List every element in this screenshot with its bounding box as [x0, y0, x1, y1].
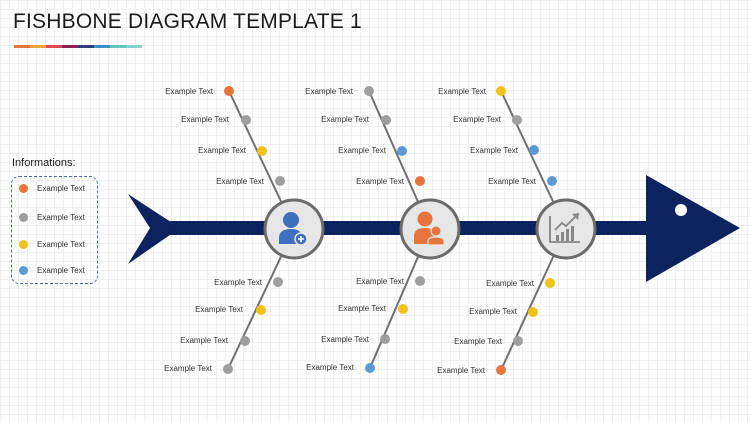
bone-dot-gray [364, 86, 374, 96]
bone-label: Example Text [356, 277, 405, 286]
bone-label: Example Text [321, 335, 370, 344]
bone-label: Example Text [181, 115, 230, 124]
bone-label: Example Text [486, 279, 535, 288]
bone-label: Example Text [488, 177, 537, 186]
bone-label: Example Text [321, 115, 370, 124]
bone-dot-gray [273, 277, 283, 287]
legend-item: Example Text [19, 213, 85, 222]
bone-label: Example Text [454, 337, 503, 346]
hub-2 [399, 198, 461, 260]
bone-dot-gray [241, 115, 251, 125]
bone-dot-gray [380, 334, 390, 344]
bone-dot-blue [397, 146, 407, 156]
legend-item-label: Example Text [37, 266, 85, 275]
bone-dot-gray [415, 276, 425, 286]
hub-circle [263, 198, 325, 260]
bone-dot-blue [365, 363, 375, 373]
bone-dot-gray [381, 115, 391, 125]
legend-item-label: Example Text [37, 213, 85, 222]
bone-label: Example Text [453, 115, 502, 124]
legend-item-label: Example Text [37, 184, 85, 193]
bone-dot-orange [224, 86, 234, 96]
bone-dot-gray [512, 115, 522, 125]
bone-label: Example Text [198, 146, 247, 155]
bone-label: Example Text [306, 363, 355, 372]
bone-label: Example Text [470, 146, 519, 155]
legend-dot-gray [19, 213, 28, 222]
fish-head [646, 175, 740, 282]
fish-tail [128, 194, 180, 264]
legend-item: Example Text [19, 240, 85, 249]
title-bar-segment [30, 45, 46, 48]
title-bar-segment [62, 45, 78, 48]
bone-label: Example Text [438, 87, 487, 96]
bone-dot-yellow [256, 305, 266, 315]
title-color-bar [14, 45, 142, 48]
bone-dot-orange [496, 365, 506, 375]
bone-dot-blue [547, 176, 557, 186]
title-bar-segment [126, 45, 142, 48]
bone-label: Example Text [164, 364, 213, 373]
legend-title: Informations: [12, 157, 76, 169]
bone-label: Example Text [180, 336, 229, 345]
bone-label: Example Text [216, 177, 265, 186]
legend-item: Example Text [19, 184, 85, 193]
bone-dot-gray [513, 336, 523, 346]
bone-label: Example Text [356, 177, 405, 186]
bone-label: Example Text [437, 366, 486, 375]
page-title: FISHBONE DIAGRAM TEMPLATE 1 [13, 10, 362, 33]
legend-dot-blue [19, 266, 28, 275]
legend-item-label: Example Text [37, 240, 85, 249]
bone-label: Example Text [469, 307, 518, 316]
legend-box: Example Text Example Text Example Text E… [11, 176, 98, 284]
title-bar-segment [78, 45, 94, 48]
bone-dot-gray [240, 336, 250, 346]
title-bar-segment [14, 45, 30, 48]
bone-dot-gray [275, 176, 285, 186]
legend-dot-yellow [19, 240, 28, 249]
legend-dot-orange [19, 184, 28, 193]
bone-label: Example Text [338, 146, 387, 155]
bone-dot-blue [529, 145, 539, 155]
bone-label: Example Text [195, 305, 244, 314]
hub-3 [535, 198, 597, 260]
users-icon [414, 211, 445, 246]
fish-eye [675, 204, 687, 216]
title-bar-segment [110, 45, 126, 48]
growth-chart-icon [549, 213, 580, 243]
title-bar-segment [94, 45, 110, 48]
hub-1 [263, 198, 325, 260]
bone-dot-gray [223, 364, 233, 374]
bone-dot-yellow [528, 307, 538, 317]
add-user-icon [279, 212, 308, 246]
title-bar-segment [46, 45, 62, 48]
legend-item: Example Text [19, 266, 85, 275]
bone-dot-yellow [257, 146, 267, 156]
bone-label: Example Text [165, 87, 214, 96]
bone-dot-yellow [545, 278, 555, 288]
bone-dot-orange [415, 176, 425, 186]
bone-label: Example Text [214, 278, 263, 287]
bone-dot-yellow [398, 304, 408, 314]
bone-label: Example Text [305, 87, 354, 96]
bone-label: Example Text [338, 304, 387, 313]
bone-dot-yellow [496, 86, 506, 96]
